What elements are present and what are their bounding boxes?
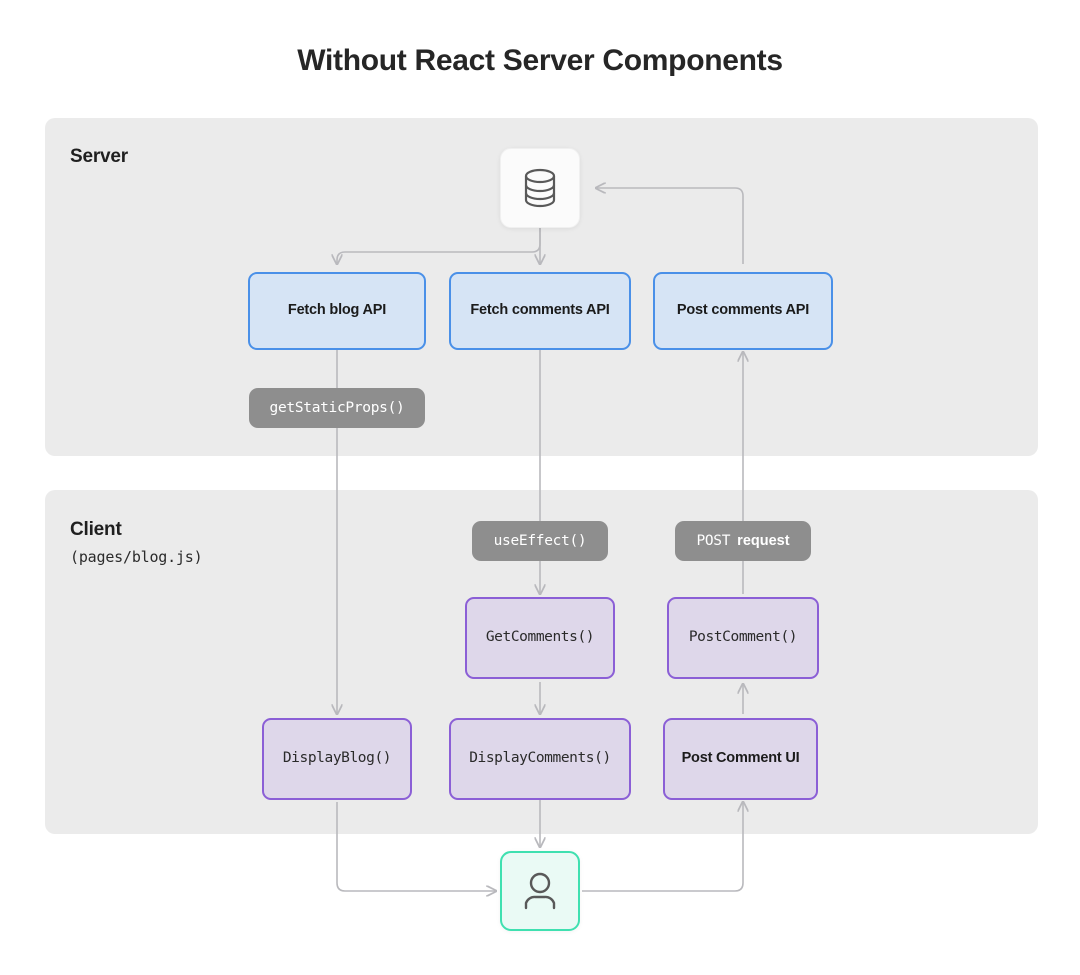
pill-post-request: POST request [675, 521, 811, 561]
user-card [500, 851, 580, 931]
client-panel-label: Client [70, 519, 122, 540]
user-icon [524, 872, 556, 910]
node-fetch-blog-api[interactable]: Fetch blog API [248, 272, 426, 350]
wire-db-to-fetch-blog [337, 228, 541, 264]
database-card [500, 148, 580, 228]
node-display-comments[interactable]: DisplayComments() [449, 718, 631, 800]
client-panel-sublabel: (pages/blog.js) [70, 548, 203, 566]
page-title: Without React Server Components [297, 44, 783, 77]
node-post-comment-ui[interactable]: Post Comment UI [663, 718, 818, 800]
wire-display-blog-to-user [336, 802, 496, 891]
pill-post-request-method: POST [696, 533, 731, 549]
wire-post-comments-to-db [596, 188, 744, 264]
wire-user-to-post-comment-ui [582, 802, 743, 892]
pill-use-effect: useEffect() [472, 521, 608, 561]
node-get-comments[interactable]: GetComments() [465, 597, 615, 679]
node-display-blog[interactable]: DisplayBlog() [262, 718, 412, 800]
database-icon [524, 168, 556, 208]
pill-get-static-props: getStaticProps() [249, 388, 425, 428]
node-post-comment[interactable]: PostComment() [667, 597, 819, 679]
node-fetch-comments-api[interactable]: Fetch comments API [449, 272, 631, 350]
server-panel-label: Server [70, 146, 128, 167]
node-post-comments-api[interactable]: Post comments API [653, 272, 833, 350]
pill-post-request-word: request [737, 533, 790, 549]
